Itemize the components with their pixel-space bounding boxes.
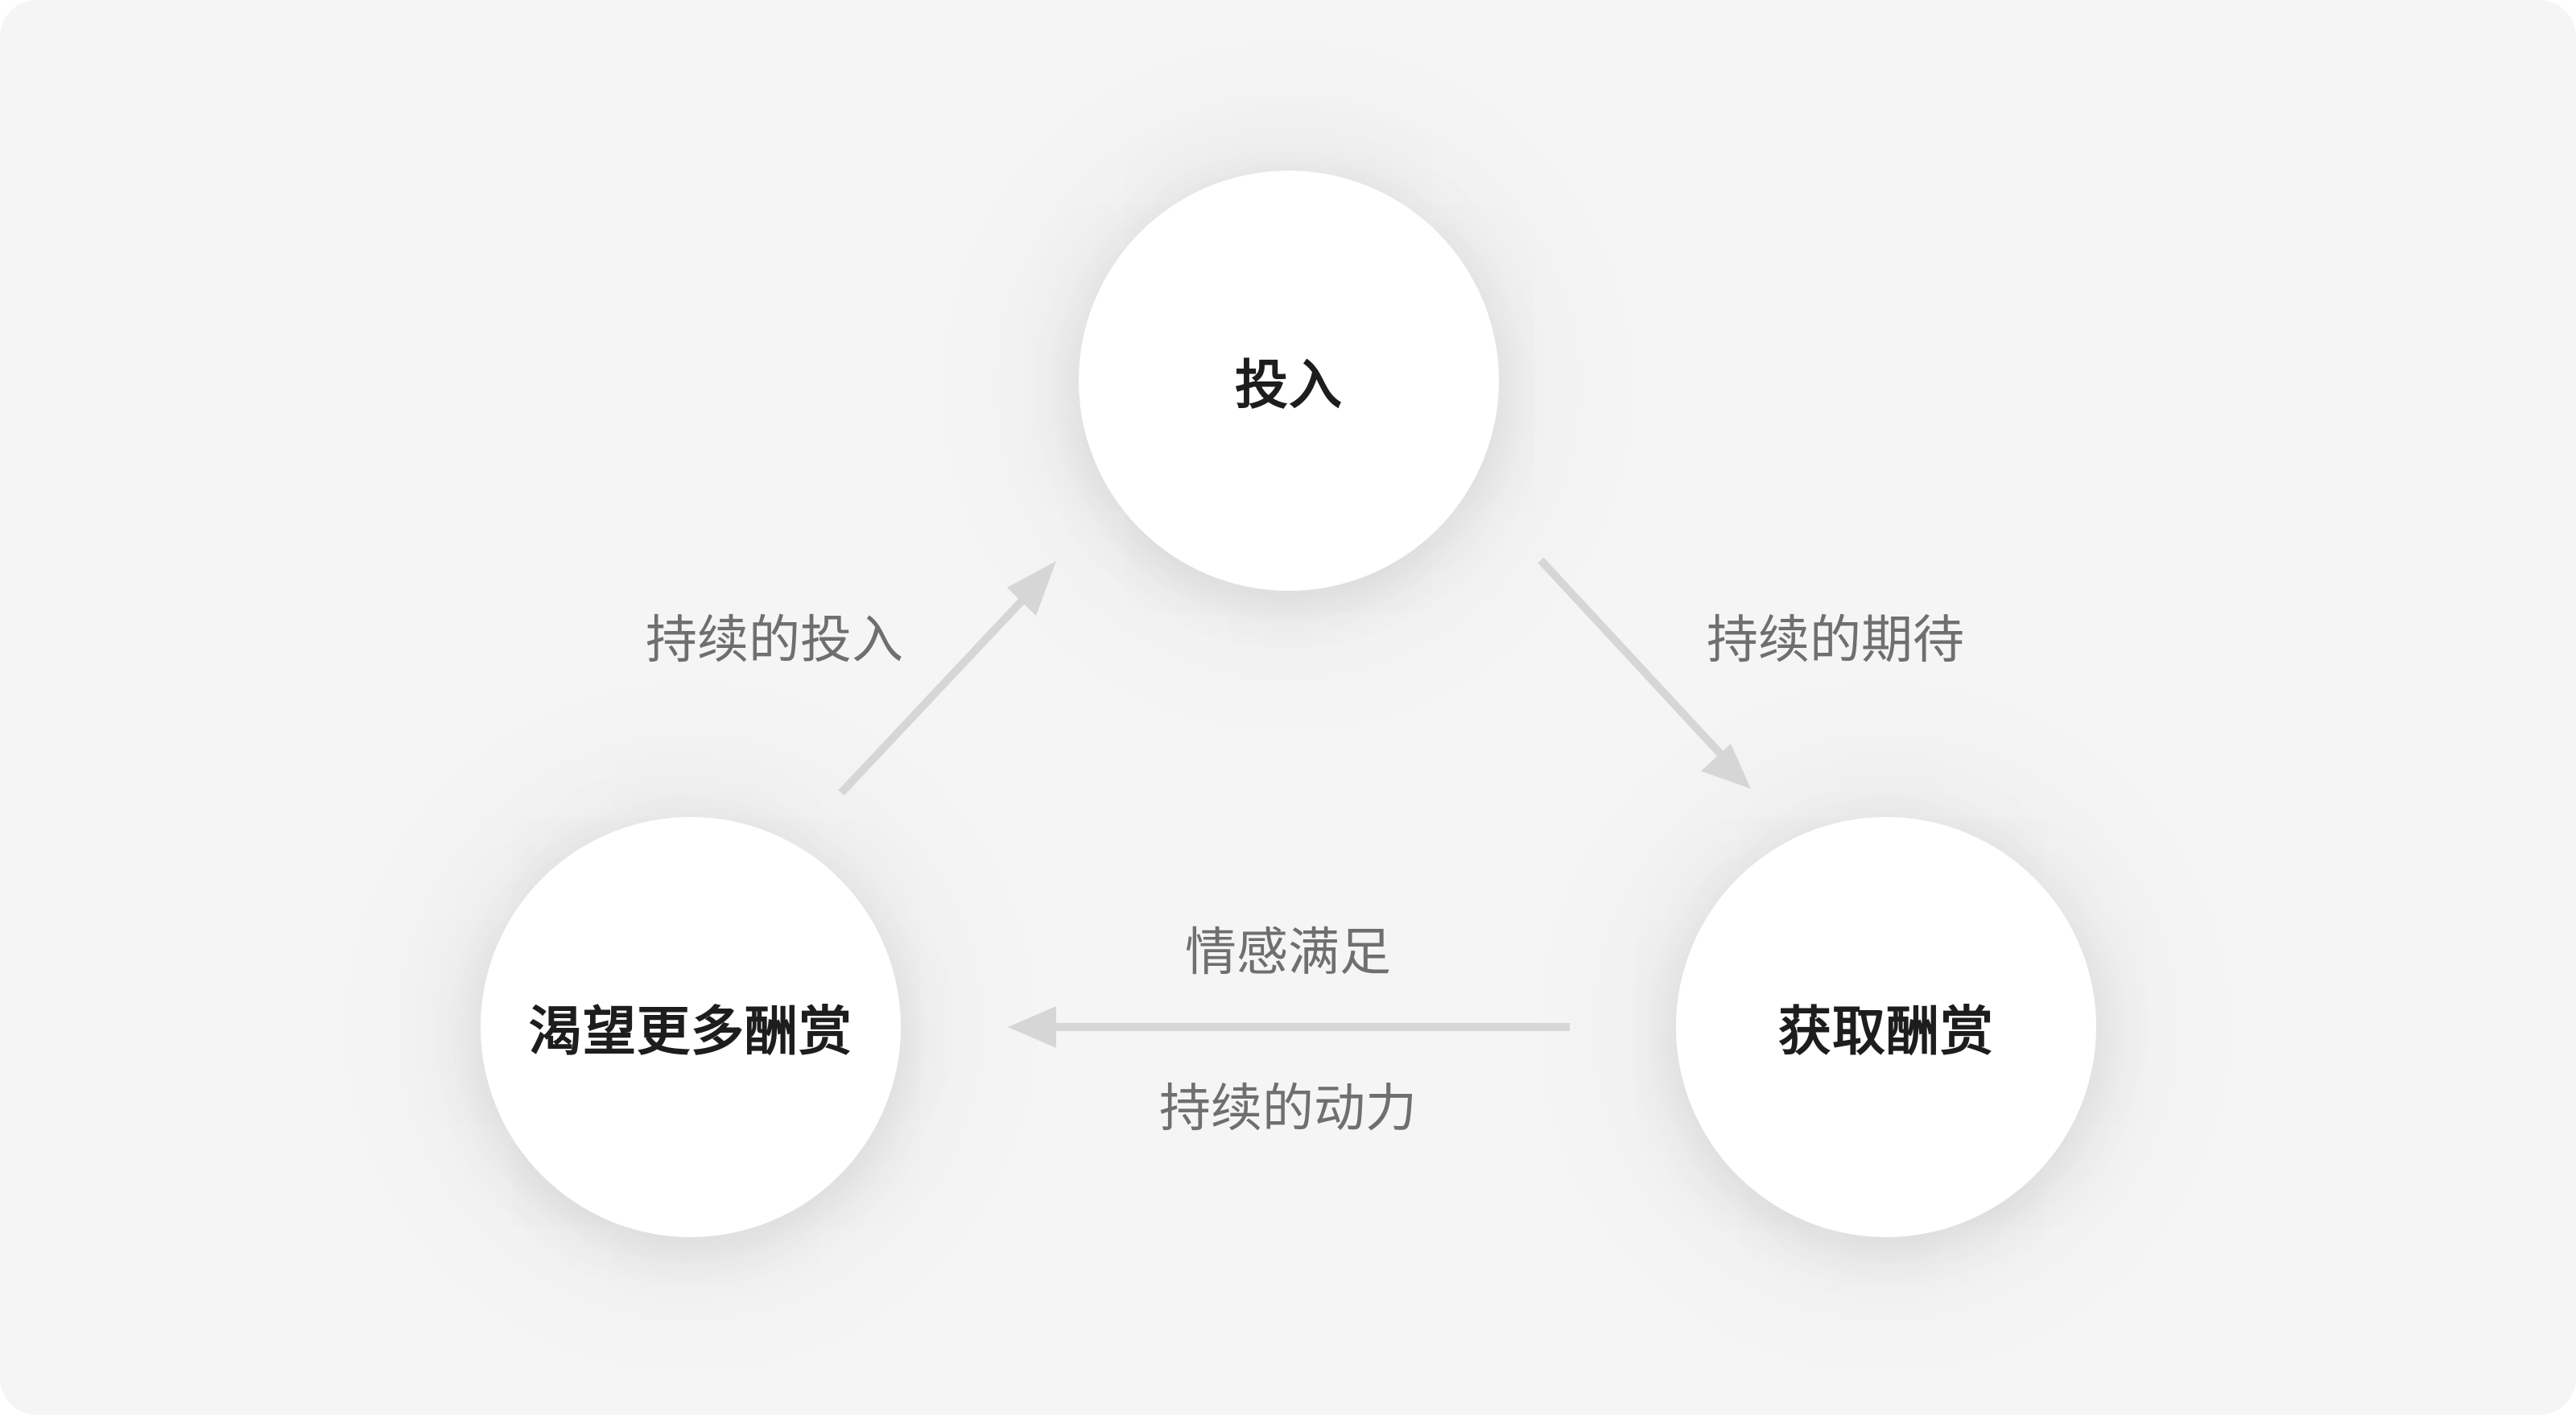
arrow-top-to-right [1538,557,1730,764]
edge-label-right-to-left-bottom: 持续的动力 [1159,1079,1417,1139]
arrowhead-top-to-right [1701,744,1751,789]
node-left: 渴望更多酬赏 [481,817,901,1237]
node-top-label: 投入 [1235,354,1343,416]
node-right: 获取酬赏 [1676,817,2096,1237]
arrow-left-to-top [838,586,1036,796]
node-right-label: 获取酬赏 [1778,1000,1994,1062]
edge-label-right-to-left-top: 情感满足 [1185,923,1391,983]
arrowhead-right-to-left [1008,1006,1056,1048]
node-top: 投入 [1079,171,1499,591]
edge-label-top-to-right: 持续的期待 [1707,611,1964,670]
edge-label-left-to-top: 持续的投入 [646,611,903,670]
node-left-label: 渴望更多酬赏 [529,1000,852,1062]
arrowhead-left-to-top [1007,561,1056,616]
